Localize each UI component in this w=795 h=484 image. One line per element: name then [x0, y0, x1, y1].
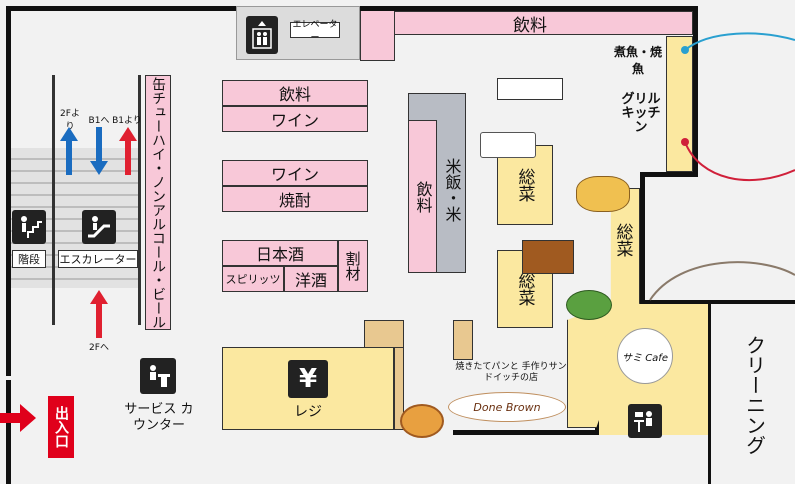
bottom-left-wall — [6, 380, 11, 484]
rice-label: 米飯・米 — [442, 158, 462, 222]
elevator-icon — [246, 16, 278, 54]
bento-icon — [522, 240, 574, 274]
arrow-right-icon — [0, 404, 36, 432]
arrow-label-b1-from: B1より — [112, 115, 142, 126]
register-label: レジ — [294, 404, 322, 420]
arrow-up-icon — [60, 127, 78, 175]
bakery-counter-top — [364, 320, 404, 350]
cafe-connector-curve-icon — [649, 261, 795, 301]
bakery-counter-small — [453, 320, 473, 360]
escalator-label: エスカレーター — [58, 250, 138, 268]
bakery-logo: Done Brown — [448, 392, 566, 422]
drinks-top-label: 飲料 — [513, 15, 547, 36]
drinks-vertical-shelf: 飲料 — [408, 120, 437, 273]
drinks-shelf: 飲料 — [222, 80, 368, 106]
fried-food-icon — [576, 176, 630, 212]
stairs-icon — [12, 210, 46, 244]
outer-wall-left — [6, 6, 11, 376]
exit-entrance-label[interactable]: 出入口 — [48, 396, 74, 458]
cleaning-wall — [708, 300, 711, 484]
bottom-wall — [453, 430, 599, 435]
wine-shelf-2: ワイン — [222, 160, 368, 186]
arrow-label-2f-to: 2Fへ — [89, 342, 109, 353]
warimono-shelf: 割材 — [338, 240, 368, 292]
yoshu-shelf: 洋酒 — [284, 266, 338, 292]
nihonshu-shelf: 日本酒 — [222, 240, 338, 266]
shochu-shelf: 焼酎 — [222, 186, 368, 212]
arrow-label-2f-from: 2Fより — [60, 109, 80, 132]
arrow-up-icon — [119, 127, 137, 175]
cafe-wall-top — [640, 300, 795, 304]
pizza-icon — [400, 404, 444, 438]
escalator-rail-right — [138, 75, 141, 325]
outer-wall-right — [693, 6, 698, 176]
stairs-label: 階段 — [12, 250, 46, 268]
arrow-down-icon — [90, 127, 108, 175]
deli-sign-box — [497, 78, 563, 100]
inner-wall-kitchen — [640, 172, 645, 302]
elevator-label: エレベーター — [290, 20, 340, 43]
salad-icon — [566, 290, 612, 320]
drinks-top-shelf — [360, 11, 693, 35]
grill-kitchen-label: グリル キッチン — [621, 91, 661, 136]
sami-cafe-logo: サミ Cafe — [617, 328, 673, 384]
outer-wall-top-right — [360, 6, 698, 11]
sozai-shelf-1: 総菜 — [497, 145, 553, 225]
escalator-icon — [82, 210, 116, 244]
sushi-icon — [480, 132, 536, 158]
service-counter-label: サービス カウンター — [124, 402, 194, 433]
bakery-caption: 焼きたてパンと 手作りサンドイッチの店 — [455, 362, 567, 383]
arrow-up-icon — [90, 290, 108, 338]
yen-icon[interactable]: ¥ — [288, 360, 328, 398]
outer-wall-top — [6, 6, 236, 11]
spirits-shelf: スピリッツ — [222, 266, 284, 292]
cafe-seat-icon — [628, 404, 662, 438]
drinks-top-shelf-side — [360, 11, 395, 61]
inner-wall-step — [640, 172, 698, 177]
sozai-label-3: 総菜 — [612, 223, 633, 257]
connector-curve-icon — [681, 32, 795, 182]
cleaning-label: クリーニング — [742, 335, 767, 455]
wine-shelf-1: ワイン — [222, 106, 368, 132]
service-counter-icon[interactable] — [140, 358, 176, 394]
escalator-rail-left — [52, 75, 55, 325]
cans-shelf: 缶チューハイ・ノンアルコール・ビール — [145, 75, 171, 330]
arrow-label-b1-to: B1へ — [88, 115, 110, 126]
grilled-fish-label: 煮魚・焼魚 — [613, 45, 662, 76]
grill-kitchen-area — [666, 36, 693, 172]
register-counter-right — [394, 347, 404, 430]
